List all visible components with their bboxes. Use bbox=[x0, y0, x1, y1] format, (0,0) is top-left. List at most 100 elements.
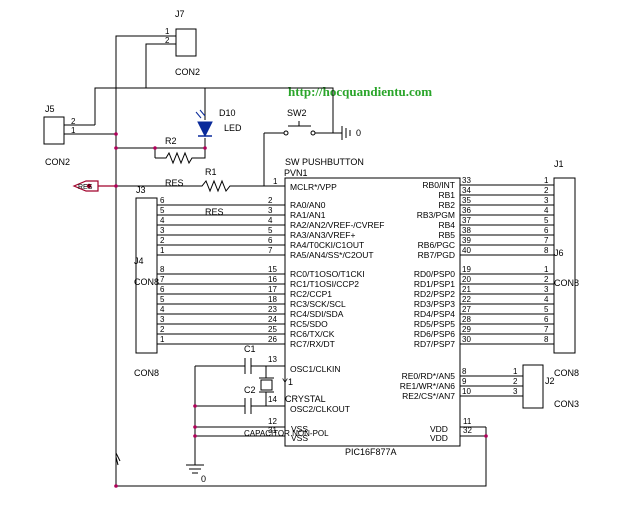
rc-pin-number: 24 bbox=[268, 315, 277, 324]
ra-connector-pin: 5 bbox=[160, 206, 165, 215]
ra-pin-number: 3 bbox=[268, 206, 273, 215]
sw2-ref: SW2 bbox=[287, 108, 307, 118]
rc-connector-pin: 7 bbox=[160, 275, 165, 284]
j7-pin2: 2 bbox=[165, 36, 170, 45]
rc-pin-name: RC2/CCP1 bbox=[290, 289, 332, 299]
re-pin-number: 9 bbox=[462, 377, 467, 386]
rd-connector-pin: 8 bbox=[544, 335, 549, 344]
junction-dot bbox=[114, 484, 118, 488]
rc-pin-number: 15 bbox=[268, 265, 277, 274]
rd-pin-name: RD0/PSP0 bbox=[414, 269, 455, 279]
junction-dot bbox=[153, 146, 157, 150]
re-connector-pin: 1 bbox=[513, 367, 518, 376]
rb-connector-pin: 5 bbox=[544, 216, 549, 225]
rc-pin-name: RC3/SCK/SCL bbox=[290, 299, 346, 309]
rc-pin-name: RC6/TX/CK bbox=[290, 329, 335, 339]
ra-pin-name: RA0/AN0 bbox=[290, 200, 326, 210]
junction-dot bbox=[114, 132, 118, 136]
y1-ref: Y1 bbox=[282, 377, 293, 387]
rc-connector-pin: 3 bbox=[160, 315, 165, 324]
j5-pin2: 2 bbox=[71, 117, 76, 126]
j6-name: CON8 bbox=[554, 278, 579, 288]
j7-pin1: 1 bbox=[165, 27, 170, 36]
rc-pin-name: RC1/T1OSI/CCP2 bbox=[290, 279, 359, 289]
re-connector-pin: 2 bbox=[513, 377, 518, 386]
ic-ref: PVN1 bbox=[284, 168, 308, 178]
rb-pin-name: RB6/PGC bbox=[418, 240, 455, 250]
watermark-text: http://hocquandientu.com bbox=[288, 84, 432, 99]
rd-pin-number: 27 bbox=[462, 305, 471, 314]
re-pin-name: RE2/CS*/AN7 bbox=[402, 391, 455, 401]
rd-pin-name: RD2/PSP2 bbox=[414, 289, 455, 299]
rb-connector-pin: 8 bbox=[544, 246, 549, 255]
rb-pin-number: 37 bbox=[462, 216, 471, 225]
ic-name: PIC16F877A bbox=[345, 447, 397, 457]
res-port-label: RES bbox=[78, 184, 93, 191]
junction-dot bbox=[484, 434, 488, 438]
j3-ref: J3 bbox=[136, 185, 146, 195]
connector-j3-j4: J3 J4 CON8 CON8 bbox=[134, 185, 159, 378]
rc-pin-number: 23 bbox=[268, 305, 277, 314]
ra-pin-name: RA3/AN3/VREF+ bbox=[290, 230, 355, 240]
ra-pin-name: RA4/T0CKI/C1OUT bbox=[290, 240, 364, 250]
rb-pin-number: 36 bbox=[462, 206, 471, 215]
rd-pin-number: 28 bbox=[462, 315, 471, 324]
re-pin-number: 10 bbox=[462, 387, 471, 396]
j6-ref: J6 bbox=[554, 248, 564, 258]
ra-connector-pin: 3 bbox=[160, 226, 165, 235]
res-port: RES bbox=[72, 180, 116, 192]
rc-pin-number: 17 bbox=[268, 285, 277, 294]
con8-right-label: CON8 bbox=[554, 368, 579, 378]
vdd1-num: 11 bbox=[463, 417, 472, 426]
rb-pin-name: RB1 bbox=[438, 190, 455, 200]
ra-pin-number: 5 bbox=[268, 226, 273, 235]
connector-j2: J2 CON3 bbox=[522, 364, 579, 409]
ra-connector-pin: 2 bbox=[160, 236, 165, 245]
rb-pin-number: 34 bbox=[462, 186, 471, 195]
ic-pic16f877a: PVN1 PIC16F877A bbox=[284, 168, 461, 457]
rb-connector-pin: 3 bbox=[544, 196, 549, 205]
ra-pin-number: 7 bbox=[268, 246, 273, 255]
rd-connector-pin: 6 bbox=[544, 315, 549, 324]
nonpol-label: CAPACITOR NON-POL bbox=[244, 429, 329, 438]
r2-ref: R2 bbox=[165, 136, 177, 146]
vss1-num: 12 bbox=[268, 417, 277, 426]
ground-symbol-bottom: 0 bbox=[186, 460, 206, 484]
rc-pin-name: RC4/SDI/SDA bbox=[290, 309, 344, 319]
junction-dot bbox=[114, 146, 118, 150]
rc-connector-pin: 1 bbox=[160, 335, 165, 344]
j1-ref: J1 bbox=[554, 159, 564, 169]
rb-pin-name: RB7/PGD bbox=[418, 250, 455, 260]
d10-ref: D10 bbox=[219, 108, 236, 118]
rb-connector-pin: 4 bbox=[544, 206, 549, 215]
gnd-top-label: 0 bbox=[356, 128, 361, 138]
y1-name: CRYSTAL bbox=[285, 394, 326, 404]
sw2-name: SW PUSHBUTTON bbox=[285, 157, 364, 167]
rd-pin-number: 20 bbox=[462, 275, 471, 284]
ra-connector-pin: 6 bbox=[160, 196, 165, 205]
rb-pin-number: 35 bbox=[462, 196, 471, 205]
rd-pin-number: 22 bbox=[462, 295, 471, 304]
rb-pin-name: RB0/INT bbox=[422, 180, 455, 190]
mclr-num: 1 bbox=[273, 177, 278, 186]
re-pin-number: 8 bbox=[462, 367, 467, 376]
rd-pin-number: 19 bbox=[462, 265, 471, 274]
rc-pin-name: RC0/T1OSO/T1CKI bbox=[290, 269, 365, 279]
resistor-r1: R1 RES bbox=[116, 167, 285, 193]
ra-pin-name: RA1/AN1 bbox=[290, 210, 326, 220]
ra-pin-name: RA5/AN4/SS*/C2OUT bbox=[290, 250, 374, 260]
ra-pin-number: 6 bbox=[268, 236, 273, 245]
junction-dot bbox=[193, 434, 197, 438]
j7-ref: J7 bbox=[175, 9, 185, 19]
rc-connector-pin: 8 bbox=[160, 265, 165, 274]
ra-connector-pin: 1 bbox=[160, 246, 165, 255]
connector-j5: 2 1 J5 CON2 bbox=[43, 104, 116, 167]
junction-dot bbox=[193, 404, 197, 408]
rb-pin-name: RB2 bbox=[438, 200, 455, 210]
j5-pin1: 1 bbox=[71, 126, 76, 135]
vdd2-name: VDD bbox=[430, 433, 448, 443]
